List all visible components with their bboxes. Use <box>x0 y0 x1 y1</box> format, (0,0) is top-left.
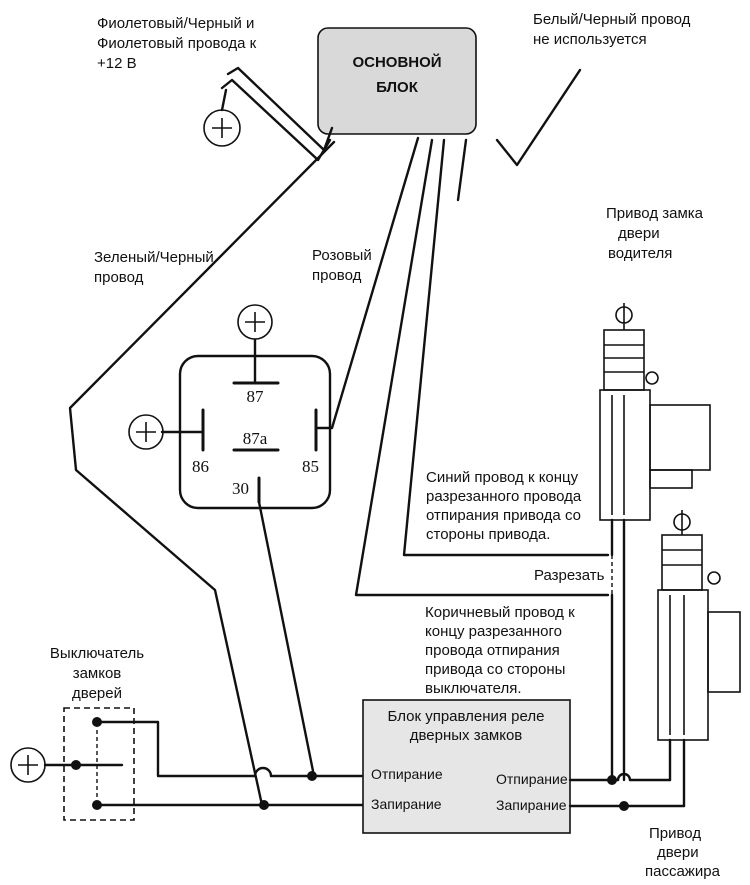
brown-wire-label-1: Коричневый провод к <box>425 604 575 621</box>
control-block-box <box>362 699 571 834</box>
switch-box <box>63 707 135 821</box>
pink-wire <box>316 136 420 430</box>
driver-actuator-label-1: Привод замка <box>606 205 704 222</box>
violet-wire <box>226 66 334 152</box>
switch-unlock-wire <box>95 720 257 778</box>
pink-wire-label-1: Розовый <box>312 247 372 264</box>
relay-pin-86-label: 86 <box>192 457 209 476</box>
blue-wire <box>402 138 610 557</box>
brown-wire-label-5: выключателя. <box>425 680 522 697</box>
relay-pin-87-label: 87 <box>247 387 265 406</box>
white-black-wire <box>495 68 582 167</box>
blue-wire-label-3: отпирания привода со <box>426 507 581 524</box>
blue-wire-label-2: разрезанного провода <box>426 488 582 505</box>
main-unit-box <box>317 27 477 135</box>
relay-86-plus-icon <box>128 414 164 450</box>
main-unit: ОСНОВНОЙ БЛОК <box>317 27 477 135</box>
unlock-output-wire <box>568 593 614 782</box>
switch-label-1: Выключатель <box>50 645 144 662</box>
green-black-wire <box>68 140 336 807</box>
cut-label: Разрезать <box>534 567 605 584</box>
relay-87-plus-icon <box>237 304 273 340</box>
violet-wires-label-1: Фиолетовый/Черный и <box>97 15 254 32</box>
passenger-actuator-label-2: двери <box>657 844 699 861</box>
green-wire-label-2: провод <box>94 269 144 286</box>
control-block: Блок управления реле дверных замков Отпи… <box>362 699 571 834</box>
unlock-right-label: Отпирание <box>496 771 568 787</box>
passenger-actuator <box>657 510 741 808</box>
relay-pin-85-label: 85 <box>302 457 319 476</box>
white-wire-label-1: Белый/Черный провод <box>533 11 691 28</box>
driver-actuator-label-2: двери <box>618 225 660 242</box>
relay: 87 87a 86 85 30 <box>128 304 332 510</box>
main-unit-label-1: ОСНОВНОЙ <box>352 53 441 71</box>
brown-wire-label-3: провода отпирания <box>425 642 560 659</box>
violet-wires-label-3: +12 В <box>97 55 137 72</box>
lock-left-label: Запирание <box>371 796 442 812</box>
relay-pin-87a-label: 87a <box>243 429 268 448</box>
green-wire-label-1: Зеленый/Черный <box>94 249 214 266</box>
unlock-left-label: Отпирание <box>371 766 443 782</box>
violet-wires-label-2: Фиолетовый провода к <box>97 35 257 52</box>
brown-wire-label-2: концу разрезанного <box>425 623 562 640</box>
junction-dot-green <box>259 800 269 810</box>
door-lock-switch <box>10 707 135 821</box>
switch-label-3: дверей <box>72 685 122 702</box>
violet-wires <box>203 66 334 162</box>
passenger-actuator-label-3: пассажира <box>645 863 721 880</box>
passenger-actuator-label-1: Привод <box>649 825 701 842</box>
relay-30-wire <box>257 500 372 778</box>
relay-pin-30-label: 30 <box>232 479 249 498</box>
main-unit-label-2: БЛОК <box>376 79 419 96</box>
control-block-title-1: Блок управления реле <box>388 708 545 725</box>
brown-wire-label-4: привода со стороны <box>425 661 565 678</box>
brown-wire <box>354 138 610 597</box>
control-block-title-2: дверных замков <box>410 727 523 744</box>
pink-wire-label-2: провод <box>312 267 362 284</box>
blue-wire-label-4: стороны привода. <box>426 526 550 543</box>
white-wire-label-2: не используется <box>533 31 647 48</box>
switch-label-2: замков <box>73 665 122 682</box>
blue-wire-label-1: Синий провод к концу <box>426 469 579 486</box>
lock-right-label: Запирание <box>496 797 567 813</box>
driver-actuator-label-3: водителя <box>608 245 672 262</box>
driver-actuator <box>599 303 711 782</box>
